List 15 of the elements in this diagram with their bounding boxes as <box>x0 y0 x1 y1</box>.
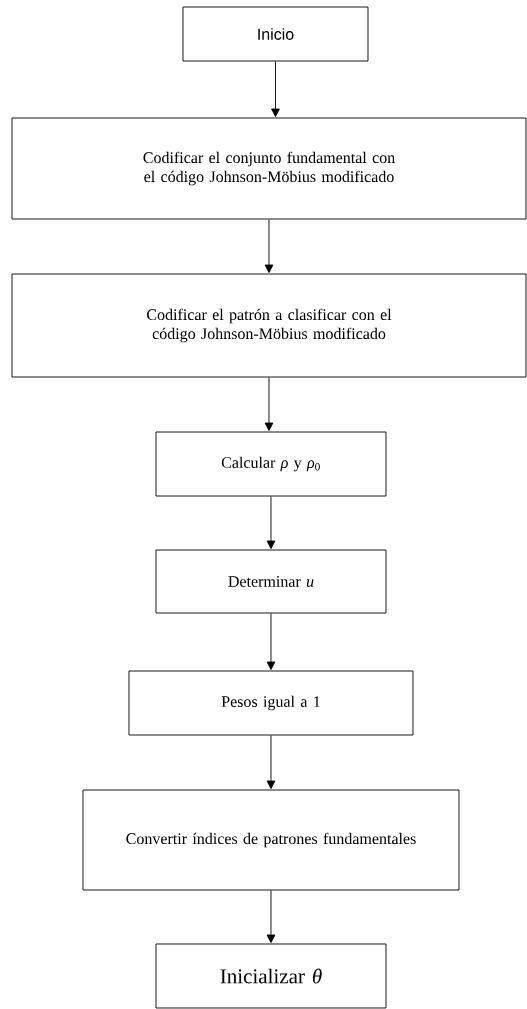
arrow <box>264 377 274 431</box>
process-box: Codificar el patrón a clasificar con el código Johnson-Möbius modificado <box>11 273 527 378</box>
arrow <box>266 496 276 549</box>
arrow <box>264 219 274 273</box>
process-box: Convertir índices de patrones fundamentales <box>82 789 460 891</box>
process-box: Inicializar θ <box>155 943 387 1009</box>
arrow <box>266 735 276 789</box>
process-box: Pesos igual a 1 <box>128 670 414 736</box>
process-box: Inicio <box>182 6 369 62</box>
process-box: Codificar el conjunto fundamental con el código Johnson-Möbius modificado <box>11 117 527 220</box>
arrow <box>271 61 280 117</box>
arrow <box>266 890 276 943</box>
arrow <box>266 613 276 670</box>
process-box: Determinar u <box>155 549 387 614</box>
process-box: Calcular ρ y ρ$_{0}$ <box>155 431 387 497</box>
